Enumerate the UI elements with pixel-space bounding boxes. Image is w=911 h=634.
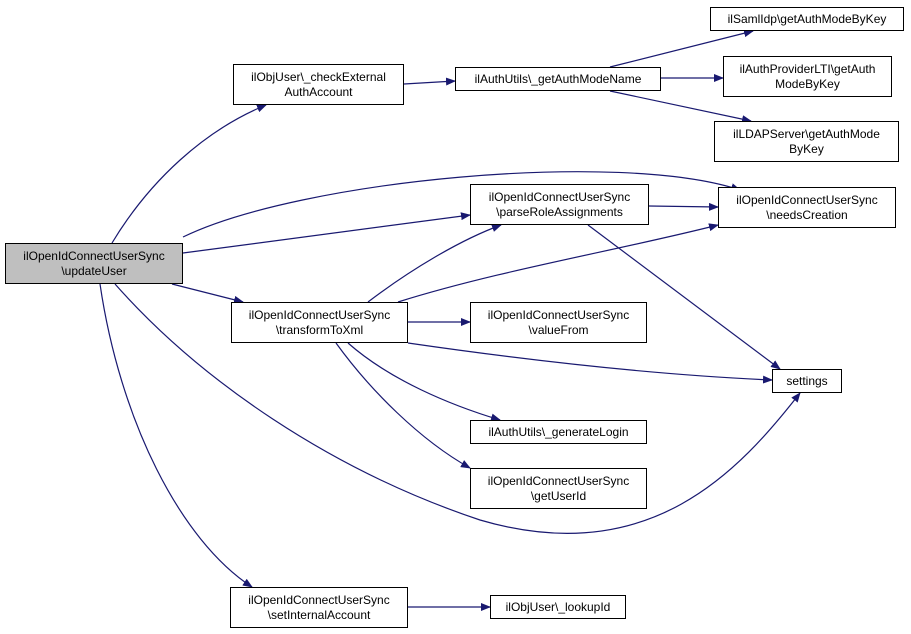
node-get-auth-mode-name[interactable]: ilAuthUtils\_getAuthModeName [455, 67, 661, 91]
node-label-line: ilOpenIdConnectUserSync [248, 592, 390, 607]
node-label-line: ilOpenIdConnectUserSync [736, 192, 878, 207]
node-label-line: ilOpenIdConnectUserSync [488, 189, 631, 204]
edge-update-user-to-parse-role [182, 212, 471, 254]
node-label-line: ilObjUser\_checkExternal [251, 69, 386, 84]
edge-update-user-to-needs-creation [182, 171, 741, 238]
edge-transform-xml-to-get-user-id [335, 342, 471, 469]
node-label-line: AuthAccount [284, 84, 353, 99]
node-label-line: \valueFrom [528, 322, 589, 337]
node-check-external-auth-account[interactable]: ilObjUser\_checkExternal AuthAccount [233, 64, 404, 105]
node-label-line: ModeByKey [775, 76, 840, 91]
edge-update-user-to-set-internal [99, 283, 253, 588]
node-settings[interactable]: settings [772, 369, 842, 393]
node-label-line: \updateUser [61, 263, 127, 278]
edge-transform-xml-to-settings [407, 342, 773, 384]
node-transform-to-xml[interactable]: ilOpenIdConnectUserSync \transformToXml [231, 302, 408, 343]
node-parse-role-assignments[interactable]: ilOpenIdConnectUserSync \parseRoleAssign… [470, 184, 649, 225]
node-lti-get-auth-mode-by-key[interactable]: ilAuthProviderLTI\getAuth ModeByKey [723, 56, 892, 97]
node-lookup-id[interactable]: ilObjUser\_lookupId [490, 595, 626, 619]
node-label-line: ilOpenIdConnectUserSync [487, 307, 630, 322]
edge-parse-role-to-needs-creation [648, 202, 719, 211]
node-value-from[interactable]: ilOpenIdConnectUserSync \valueFrom [470, 302, 647, 343]
node-label-line: ilOpenIdConnectUserSync [23, 248, 165, 263]
node-ldap-server-get-auth-mode-by-key[interactable]: ilLDAPServer\getAuthMode ByKey [714, 121, 899, 162]
node-label-line: ilAuthUtils\_generateLogin [488, 424, 629, 439]
node-label-line: settings [786, 373, 828, 388]
node-label-line: \setInternalAccount [267, 607, 371, 622]
node-label-line: ilObjUser\_lookupId [505, 599, 611, 614]
edge-transform-xml-to-generate-login [347, 342, 501, 422]
node-label-line: \transformToXml [275, 322, 364, 337]
node-saml-idp-get-auth-mode-by-key[interactable]: ilSamlIdp\getAuthModeByKey [710, 7, 904, 31]
edge-check-external-to-get-auth-mode-name [403, 77, 456, 86]
node-label-line: \needsCreation [766, 207, 848, 222]
node-needs-creation[interactable]: ilOpenIdConnectUserSync \needsCreation [718, 187, 896, 228]
node-label-line: ByKey [789, 141, 824, 156]
edge-get-auth-mode-name-to-saml [609, 29, 754, 68]
node-label-line: ilSamlIdp\getAuthModeByKey [727, 11, 887, 26]
node-label-line: ilLDAPServer\getAuthMode [733, 126, 880, 141]
edge-update-user-to-check-external [111, 104, 267, 244]
node-generate-login[interactable]: ilAuthUtils\_generateLogin [470, 420, 647, 444]
edge-update-user-to-transform-xml [171, 283, 244, 304]
edge-transform-xml-to-parse-role [367, 224, 502, 303]
node-label-line: ilOpenIdConnectUserSync [248, 307, 391, 322]
edge-parse-role-to-settings [587, 224, 781, 370]
node-get-user-id[interactable]: ilOpenIdConnectUserSync \getUserId [470, 468, 647, 509]
node-label-line: ilAuthProviderLTI\getAuth [739, 61, 876, 76]
node-label-line: ilAuthUtils\_getAuthModeName [474, 71, 642, 86]
node-label-line: ilOpenIdConnectUserSync [487, 473, 630, 488]
node-set-internal-account[interactable]: ilOpenIdConnectUserSync \setInternalAcco… [230, 587, 408, 628]
edge-update-user-to-settings [114, 283, 801, 535]
node-label-line: \getUserId [530, 488, 587, 503]
node-label-line: \parseRoleAssignments [496, 204, 623, 219]
edge-transform-xml-to-needs-creation [397, 223, 719, 303]
edge-get-auth-mode-name-to-ldap [609, 90, 752, 124]
node-update-user[interactable]: ilOpenIdConnectUserSync \updateUser [5, 243, 183, 284]
